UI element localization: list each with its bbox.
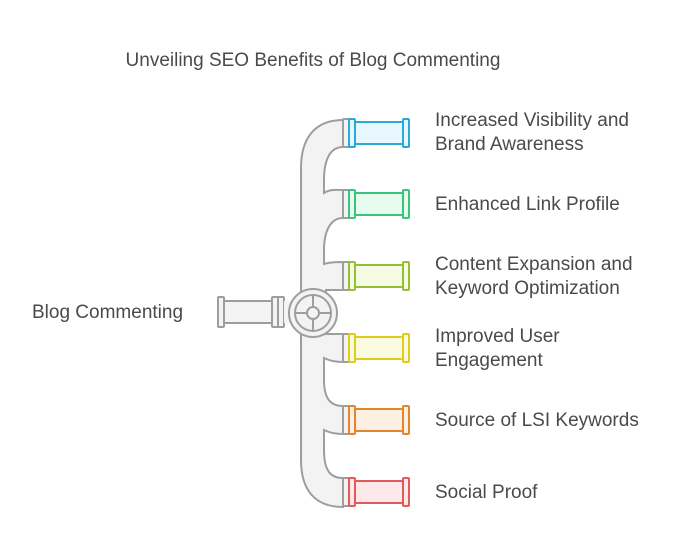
- item-label-line: Social Proof: [435, 482, 538, 503]
- item-label-line: Brand Awareness: [435, 134, 584, 155]
- outlet-flange-outer: [402, 261, 410, 291]
- item-label-line: Increased Visibility and: [435, 110, 629, 131]
- outlet-pipe: [348, 118, 410, 148]
- manifold-couplings: [342, 118, 350, 507]
- item-label-line: Content Expansion and: [435, 254, 633, 275]
- outlet-pipes: [348, 118, 410, 507]
- outlet-pipe-body: [354, 121, 404, 145]
- outlet-pipe: [348, 405, 410, 435]
- outlet-flange-outer: [402, 405, 410, 435]
- outlet-pipe-body: [354, 336, 404, 360]
- item-label-line: Keyword Optimization: [435, 278, 620, 299]
- outlet-flange-outer: [402, 333, 410, 363]
- diagram-title: Unveiling SEO Benefits of Blog Commentin…: [125, 50, 501, 71]
- outlet-pipe-body: [354, 408, 404, 432]
- item-label-link-profile: Enhanced Link Profile: [435, 193, 620, 217]
- outlet-pipe-body: [354, 192, 404, 216]
- item-label-lsi-keywords: Source of LSI Keywords: [435, 409, 639, 433]
- item-label-social-proof: Social Proof: [435, 481, 537, 505]
- valve-icon: [288, 288, 338, 338]
- outlet-flange-outer: [402, 477, 410, 507]
- outlet-pipe: [348, 261, 410, 291]
- item-label-line: Source of LSI Keywords: [435, 410, 639, 431]
- item-label-content-expansion: Content Expansion and Keyword Optimizati…: [435, 253, 633, 301]
- outlet-pipe: [348, 477, 410, 507]
- outlet-pipe-body: [354, 264, 404, 288]
- item-label-visibility: Increased Visibility and Brand Awareness: [435, 109, 629, 157]
- input-pipe: [217, 296, 292, 328]
- item-label-line: Engagement: [435, 350, 543, 371]
- outlet-pipe-body: [354, 480, 404, 504]
- outlet-pipe: [348, 333, 410, 363]
- outlet-pipe: [348, 189, 410, 219]
- outlet-flange-outer: [402, 118, 410, 148]
- source-label: Blog Commenting: [32, 302, 184, 323]
- item-label-user-engagement: Improved User Engagement: [435, 325, 560, 373]
- outlet-flange-outer: [402, 189, 410, 219]
- item-label-line: Improved User: [435, 326, 560, 347]
- item-label-line: Enhanced Link Profile: [435, 194, 620, 215]
